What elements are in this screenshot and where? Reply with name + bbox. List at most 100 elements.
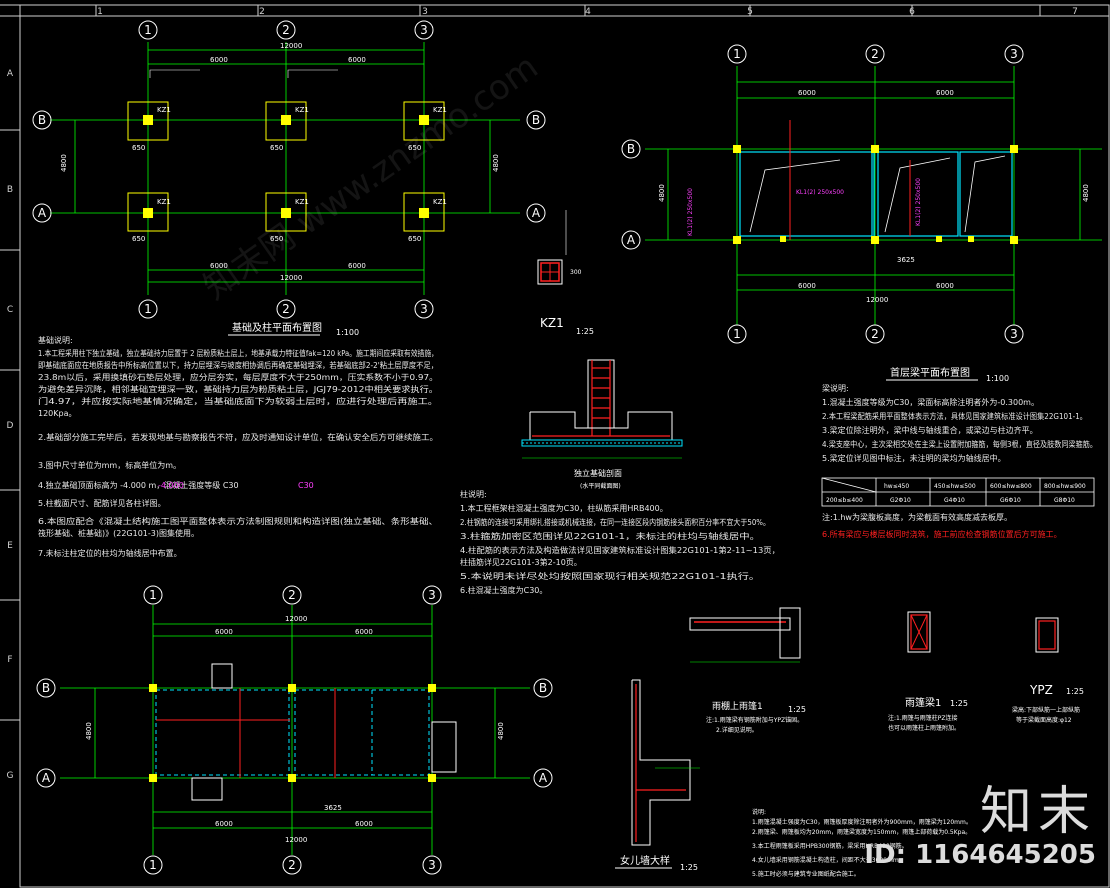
table-head-3: 600≤hw≤800 <box>990 483 1032 490</box>
p1-axis-a-left: A <box>38 206 47 220</box>
p3-axis-2-bot: 2 <box>288 858 296 872</box>
p2-dim-depth-r: 4800 <box>1082 184 1090 202</box>
beam-note-4: 4.梁支座中心，主次梁相交处在主梁上设置附加箍筋，每侧3根，直径及肢数同梁箍筋。 <box>822 439 1097 449</box>
parapet-detail: 女儿墙大样 1:25 <box>615 679 700 872</box>
column-note-6: 5.本说明未详尽处均按照国家现行相关规范22G101-1执行。 <box>460 571 760 581</box>
beam-plan-title: 首层梁平面布置图 <box>890 366 970 379</box>
p3-dim-total-bot: 12000 <box>285 836 307 844</box>
column-note-5: 柱插筋详见22G101-3第2-10页。 <box>460 557 582 567</box>
frame-col-5: 5 <box>747 7 753 17</box>
foundation-note-2: 即基础底面应在地质报告中所标高位置以下，持力层埋深与坡度相协调后再确定基础埋深，… <box>38 360 438 370</box>
p1-axis-a-right: A <box>532 206 541 220</box>
p3-axis-a-left: A <box>42 771 51 785</box>
p3-dim-bay1-top: 6000 <box>215 628 233 636</box>
p1-dim-depth-r: 4800 <box>492 154 500 172</box>
p3-axis-a-right: A <box>539 771 548 785</box>
p2-dim-bay1-bot: 6000 <box>798 282 816 290</box>
frame-row-g: G <box>7 771 14 781</box>
foundation-notes-heading: 基础说明: <box>38 335 73 345</box>
p1-kz1-e: KZ1 <box>295 198 309 206</box>
p1-axis-3-bot: 3 <box>420 302 428 316</box>
p2-axis-2-bot: 2 <box>871 327 879 341</box>
brand-block: 知末 ID: 1164645205 <box>864 784 1096 870</box>
section-subtitle: (水平同截面图) <box>580 482 621 490</box>
canopy-beam-detail: 雨篷梁1 1:25 注:1.雨篷与雨篷柱PZ连接 也可以雨篷柱上雨篷附加。 <box>888 611 968 732</box>
canopy-beam-title: 雨篷梁1 <box>905 696 941 709</box>
foundation-plan-scale: 1:100 <box>336 328 359 337</box>
p3-axis-1-top: 1 <box>149 588 157 602</box>
foundation-note-conc: C30 <box>298 481 314 490</box>
p2-dim-depth-l: 4800 <box>658 184 666 202</box>
drawing-frame <box>0 4 1110 888</box>
ypz-title: YPZ <box>1029 683 1053 697</box>
column-notes: 柱说明: 1.本工程框架柱混凝土强度为C30，柱纵筋采用HRB400。 2.柱钢… <box>460 489 780 595</box>
foundation-note-1: 1.本工程采用柱下独立基础，独立基础持力层置于 2 层粉质粘土层上，地基承载力特… <box>38 348 438 358</box>
foundation-note-6: 120Kpa。 <box>38 409 77 418</box>
table-cell-1: 200≤b≤400 <box>826 497 863 504</box>
frame-col-4: 4 <box>585 7 591 17</box>
p2-beam-label-3: KL1(2) 250x500 <box>915 178 922 226</box>
plan1-footings <box>127 101 445 232</box>
p1-dim-bay2-top: 6000 <box>348 56 366 64</box>
p1-dim-bay1-top: 6000 <box>210 56 228 64</box>
beam-note-hw: 注:1.hw为梁腹板高度，为梁截面有效高度减去板厚。 <box>822 512 1012 522</box>
frame-col-labels: 1 2 3 4 5 6 7 <box>97 7 1078 17</box>
table-cell-4: G6Φ10 <box>1000 497 1021 504</box>
canopy-notes-heading: 说明: <box>752 808 766 816</box>
p1-axis-b-right: B <box>532 113 540 127</box>
beam-notes: 梁说明: 1.混凝土强度等级为C30，梁面标高除注明者外为-0.300m。 2.… <box>821 383 1097 539</box>
plan1-axis-bubbles <box>32 20 546 319</box>
foundation-note-7: 2.基础部分施工完毕后，若发现地基与勘察报告不符，应及时通知设计单位，在确认安全… <box>38 432 438 442</box>
p1-axis-2-top: 2 <box>282 23 290 37</box>
p2-axis-2-top: 2 <box>871 47 879 61</box>
p2-axis-3-top: 3 <box>1010 47 1018 61</box>
kz1-detail: 300 KZ1 1:25 <box>537 210 594 336</box>
p2-beam-label-2: KL1(2) 250x500 <box>687 188 694 236</box>
p1-kz1-f: KZ1 <box>433 198 447 206</box>
column-note-3: 3.柱箍筋加密区范围详见22G101-1，未标注的柱均与轴线居中。 <box>460 531 760 541</box>
frame-col-3: 3 <box>422 7 428 17</box>
p1-kz1-c: KZ1 <box>433 106 447 114</box>
canopy-detail: 雨棚上雨篷1 1:25 注:1.雨篷梁有钢筋附加与YPZ锚固。 2.详细见说明。 <box>689 607 806 734</box>
p1-dim-bay1-bot: 6000 <box>210 262 228 270</box>
p1-axis-1-top: 1 <box>144 23 152 37</box>
canopy-notes-1: 1.雨篷混凝土强度为C30，雨篷板厚度除注明者外为900mm，雨篷梁为120mm… <box>752 818 972 826</box>
beam-notes-heading: 梁说明: <box>822 383 849 393</box>
frame-row-b: B <box>7 185 13 195</box>
table-head-4: 800≤hw≤900 <box>1044 483 1086 490</box>
canopy-notes-2: 2.雨篷梁、雨篷板均为20mm，雨篷梁宽度为150mm，雨篷上部荷载为0.5Kp… <box>752 828 971 836</box>
p2-dim-bay2-top: 6000 <box>936 89 954 97</box>
p3-dim-total-top: 12000 <box>285 615 307 623</box>
column-note-2: 2.柱钢筋的连接可采用绑扎搭接或机械连接，在同一连接区段内钢筋接头面积百分率不宜… <box>460 517 770 527</box>
canopy-note-2: 2.详细见说明。 <box>716 726 758 734</box>
canopy-beam-note-2: 也可以雨篷柱上雨篷附加。 <box>888 724 960 732</box>
p1-axis-3-top: 3 <box>420 23 428 37</box>
beam-note-2: 2.本工程梁配筋采用平面整体表示方法，具体见国家建筑标准设计图集22G101-1… <box>822 411 1087 421</box>
frame-col-2: 2 <box>259 7 265 17</box>
p1-axis-2-bot: 2 <box>282 302 290 316</box>
frame-col-6: 6 <box>909 7 915 17</box>
p3-dim-depth-l: 4800 <box>85 722 93 740</box>
column-note-7: 6.柱混凝土强度为C30。 <box>460 585 547 595</box>
ypz-detail: YPZ 1:25 梁高:下部纵筋一上部纵筋 等于梁截面高度:φ12 <box>1012 617 1084 724</box>
section-title: 独立基础剖面 <box>574 468 622 478</box>
ypz-scale: 1:25 <box>1066 687 1084 696</box>
p1-axis-b-left: B <box>38 113 46 127</box>
beam-note-red: 6.所有梁应与楼层板同时浇筑，施工前应检查钢筋位置后方可施工。 <box>822 529 1062 539</box>
foundation-section: 独立基础剖面 (水平同截面图) <box>521 359 683 490</box>
frame-col-7: 7 <box>1072 7 1078 17</box>
beam-note-1: 1.混凝土强度等级为C30，梁面标高除注明者外为-0.300m。 <box>822 397 1039 407</box>
p2-dim-bay1-top: 6000 <box>798 89 816 97</box>
canopy-notes-4: 4.女儿墙采用钢筋混凝土构造柱，间距不大于3000mm。 <box>752 856 905 864</box>
p3-axis-b-right: B <box>539 681 547 695</box>
plan2-axis-bubbles <box>621 44 1024 344</box>
table-cell-5: G8Φ10 <box>1054 497 1075 504</box>
p2-axis-b: B <box>627 142 635 156</box>
canopy-detail-scale: 1:25 <box>788 705 806 714</box>
column-notes-heading: 柱说明: <box>460 489 487 499</box>
p1-dim-bay2-bot: 6000 <box>348 262 366 270</box>
beam-plan-first-floor: 1 2 3 1 2 3 B A 6000 6000 3625 6000 6000… <box>621 44 1102 383</box>
beam-note-5: 5.梁定位详见图中标注，未注明的梁均为轴线居中。 <box>822 453 1006 463</box>
roof-plan: 1 2 3 1 2 3 B A B A 12000 6000 6000 3625… <box>36 585 553 875</box>
p3-axis-3-top: 3 <box>428 588 436 602</box>
